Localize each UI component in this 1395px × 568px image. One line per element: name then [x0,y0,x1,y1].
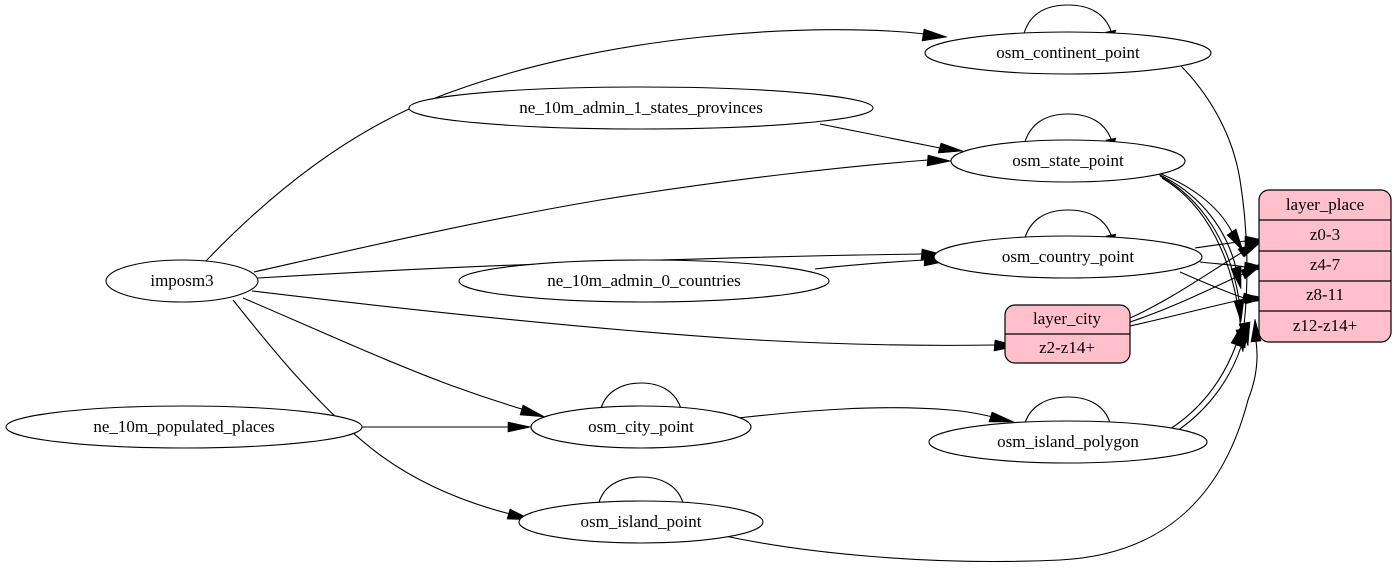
record-node-layer-city[interactable]: layer_city z2-z14+ [1004,304,1131,364]
edge-osm-island-polygon-to-layer-place [1169,322,1249,434]
edge-layer [204,4,1269,563]
edge-osm-state-point-to-layer-place [1155,171,1247,353]
edge-layer-city-to-layer-place [1129,240,1268,327]
node-osm-island-polygon[interactable]: osm_island_polygon [928,420,1208,464]
edge-imposm3-to-osm-continent-point [204,28,948,263]
edge-ne-countries-to-osm-country-point [814,254,949,270]
node-ne-10m-populated-places[interactable]: ne_10m_populated_places [5,405,363,449]
edge-imposm3-to-osm-state-point [253,154,952,273]
node-osm-country-point[interactable]: osm_country_point [933,235,1203,279]
node-ne-10m-admin-0-countries[interactable]: ne_10m_admin_0_countries [458,259,830,303]
edge-osm-city-point-to-osm-island-polygon [737,407,1015,423]
node-osm-state-point[interactable]: osm_state_point [950,139,1186,183]
node-ne-10m-admin-1-states-provinces[interactable]: ne_10m_admin_1_states_provinces [408,86,874,130]
node-osm-island-point[interactable]: osm_island_point [518,500,764,544]
edge-imposm3-to-osm-city-point [242,297,546,418]
node-osm-continent-point[interactable]: osm_continent_point [924,31,1212,75]
node-layer: imposm3 ne_10m_admin_1_states_provinces … [5,31,1212,544]
edge-osm-island-point-to-layer-place [715,318,1262,563]
node-osm-city-point[interactable]: osm_city_point [530,405,752,449]
edge-ne-populated-to-osm-city-point [362,421,532,433]
edge-ne-states-to-osm-state-point [819,123,964,154]
node-imposm3[interactable]: imposm3 [105,259,259,303]
record-node-layer-place[interactable]: layer_place z0-3 z4-7 z8-11 z12-z14+ [1258,189,1392,343]
